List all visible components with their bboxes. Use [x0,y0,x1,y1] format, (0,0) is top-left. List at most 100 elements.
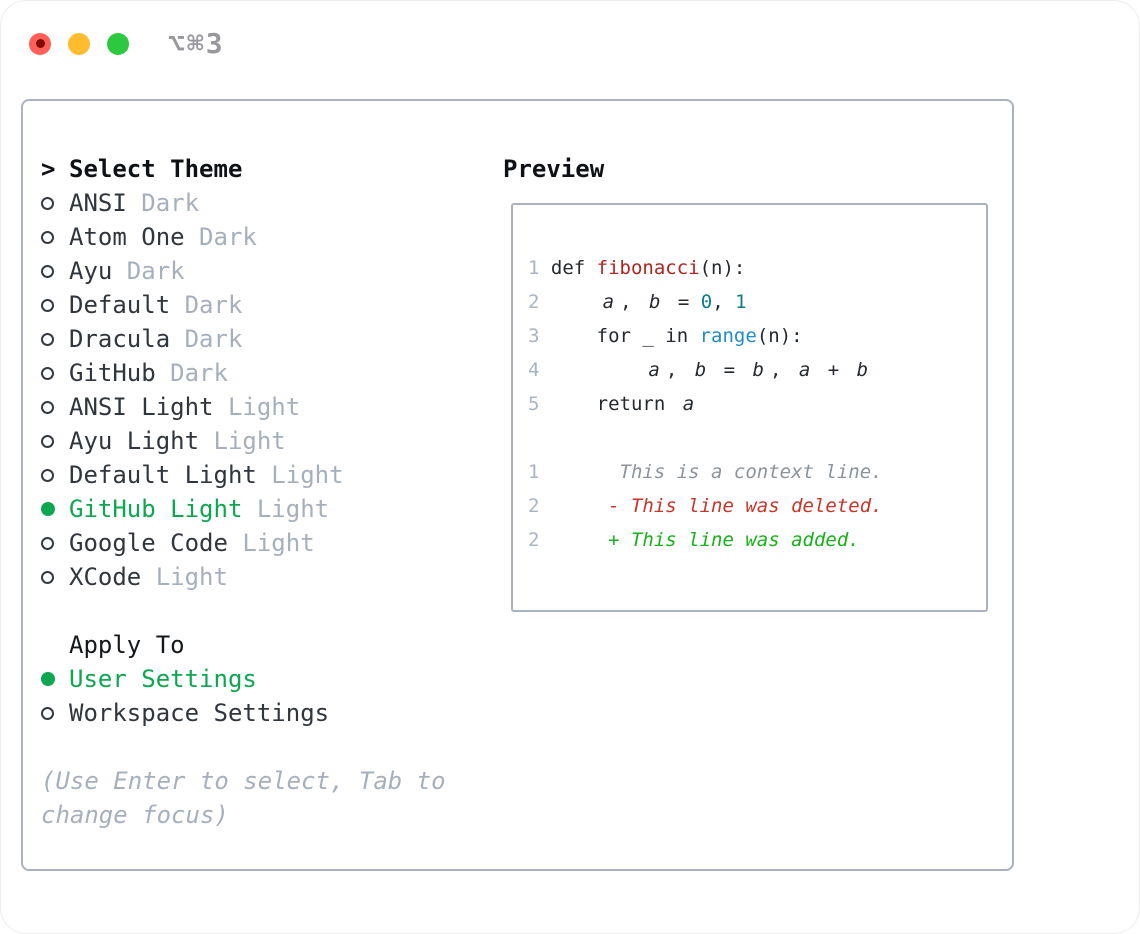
code-token-var: a [682,393,695,415]
radio-icon [41,230,69,244]
radio-icon [41,332,69,346]
line-number: 2 [528,495,551,517]
apply-option-user-settings[interactable]: User Settings [41,662,481,696]
code-line: 5 return a [528,387,986,421]
theme-option-ansi[interactable]: ANSI Dark [41,186,481,220]
code-token-added: + This line was added. [550,529,860,551]
theme-name: Google Code [69,529,228,557]
theme-name: Default Light [69,461,257,489]
theme-option-ayu-light[interactable]: Ayu Light Light [41,424,481,458]
code-line [528,421,986,455]
code-line: 2 - This line was deleted. [528,489,986,523]
theme-variant-tag: Light [227,529,315,557]
radio-icon [41,264,69,278]
code-token-plain: (n): [756,325,803,347]
code-token-plain [551,291,597,313]
radio-icon [41,570,69,584]
apply-option-label: Workspace Settings [69,699,330,727]
zoom-button[interactable] [107,32,129,55]
theme-name: Ayu [69,257,113,285]
line-number: 5 [528,393,551,415]
titlebar: ⌥⌘3 [29,27,225,60]
theme-variant-tag: Light [213,393,301,421]
theme-variant-tag: Dark [170,291,243,319]
code-token-var: b [856,359,869,381]
radio-icon [41,706,69,720]
minimize-button[interactable] [68,32,90,55]
theme-option-atom-one[interactable]: Atom One Dark [41,220,481,254]
code-token-plain: + [816,359,851,381]
theme-option-default-light[interactable]: Default Light Light [41,458,481,492]
theme-variant-tag: Dark [126,189,200,217]
theme-option-ayu[interactable]: Ayu Dark [41,254,481,288]
code-token-plain [551,359,643,381]
theme-name: Default [69,291,171,319]
code-token-number: 0 [700,291,713,313]
code-token-plain: , [712,291,736,313]
spacer [41,594,481,628]
code-line: 1 This is a context line. [528,455,986,489]
line-number: 1 [528,461,551,483]
code-token-var: a [648,359,660,381]
theme-name: Ayu Light [69,427,200,455]
radio-icon [41,434,69,448]
radio-icon [41,298,69,312]
close-button[interactable] [29,32,51,55]
code-token-plain: , [620,291,643,313]
code-token-plain: def [550,257,597,279]
theme-variant-tag: Light [256,461,344,489]
theme-option-github-light[interactable]: GitHub Light Light [41,492,481,526]
radio-icon [41,536,69,550]
code-token-number: 1 [735,291,747,313]
theme-option-github[interactable]: GitHub Dark [41,356,481,390]
theme-variant-tag: Dark [112,257,185,285]
apply-option-label: User Settings [69,665,257,693]
code-token-plain: , [665,359,689,381]
code-token-var: a [602,291,615,313]
line-number: 1 [528,257,551,279]
theme-variant-tag: Dark [155,359,228,387]
code-token-var: b [649,291,661,313]
theme-option-xcode[interactable]: XCode Light [41,560,481,594]
apply-to-header: Apply To [41,628,481,662]
theme-option-ansi-light[interactable]: ANSI Light Light [41,390,481,424]
code-token-var: b [752,359,764,381]
theme-option-dracula[interactable]: Dracula Dark [41,322,481,356]
code-token-plain: for _ in [550,325,700,347]
theme-name: Dracula [69,325,171,353]
theme-variant-tag: Light [242,495,330,523]
line-number: 3 [528,325,551,347]
window-title: ⌥⌘3 [168,27,225,60]
line-number: 2 [528,291,551,313]
preview-title: Preview [503,155,605,183]
theme-variant-tag: Dark [170,325,243,353]
code-token-context: This is a context line. [550,461,883,483]
theme-option-default[interactable]: Default Dark [41,288,481,322]
apply-to-title: Apply To [69,631,185,659]
code-token-builtin: range [699,325,757,347]
radio-selected-icon [41,672,69,686]
radio-icon [41,400,69,414]
theme-name: GitHub Light [69,495,243,523]
select-theme-title: Select Theme [69,155,243,183]
spacer [41,730,481,764]
theme-option-google-code[interactable]: Google Code Light [41,526,481,560]
theme-name: ANSI [69,189,127,217]
cursor-chevron-icon: > [41,155,56,183]
code-token-plain: = [712,359,747,381]
code-line: 2 a, b = 0, 1 [528,285,986,319]
code-token-var: a [798,359,811,381]
code-token-plain: , [769,359,793,381]
code-token-deleted: - This line was deleted. [550,495,883,517]
code-line: 3 for _ in range(n): [528,319,986,353]
code-line: 1 def fibonacci(n): [528,251,986,285]
theme-variant-tag: Dark [184,223,257,251]
radio-selected-icon [41,502,69,516]
radio-icon [41,196,69,210]
select-theme-header: > Select Theme [41,152,481,186]
apply-option-workspace-settings[interactable]: Workspace Settings [41,696,481,730]
keyboard-hint: (Use Enter to select, Tab to change focu… [41,767,446,829]
line-number [528,427,539,449]
